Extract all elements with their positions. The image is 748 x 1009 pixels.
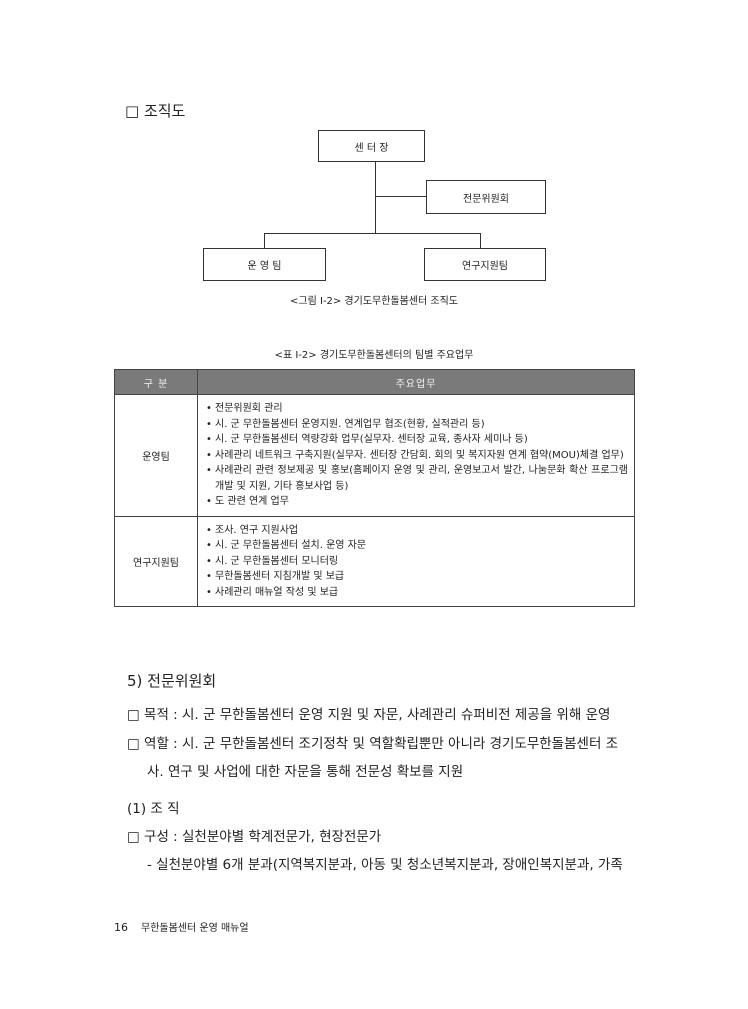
composition-paragraph: □ 구성 : 실천분야별 학계전문가, 현장전문가 [127,829,382,845]
page-number: 16 [114,921,128,934]
list-item: •시. 군 무한돌봄센터 모니터링 [206,555,339,567]
org-box-director: 센 터 장 [318,130,425,162]
connector-right-drop [480,233,481,249]
row-category: 운영팀 [114,394,198,517]
connector-vertical [375,162,376,234]
list-item: •시. 군 무한돌봄센터 운영지원. 연계업무 협조(현황, 실적관리 등) [206,418,485,430]
list-item: •조사. 연구 지원사업 [206,524,299,536]
table-header-row: 구 분 주요업무 [114,369,635,395]
table-row: 연구지원팀 •조사. 연구 지원사업 •시. 군 무한돌봄센터 설치. 운영 자… [114,515,635,607]
list-item: •전문위원회 관리 [206,403,283,414]
row-items: •전문위원회 관리 •시. 군 무한돌봄센터 운영지원. 연계업무 협조(현황,… [197,394,635,517]
figure-caption: <그림 Ⅰ-2> 경기도무한돌봄센터 조직도 [289,296,458,307]
connector-left-drop [264,233,265,249]
list-item: •사례관리 관련 정보제공 및 홍보(홈페이지 운영 및 관리, 운영보고서 발… [206,465,628,492]
header-category: 구 분 [114,369,198,395]
table-row: 운영팀 •전문위원회 관리 •시. 군 무한돌봄센터 운영지원. 연계업무 협조… [114,394,635,517]
org-box-committee: 전문위원회 [426,180,546,214]
row-items: •조사. 연구 지원사업 •시. 군 무한돌봄센터 설치. 운영 자문 •시. … [197,515,635,607]
connector-horizontal [264,233,480,234]
list-item: •시. 군 무한돌봄센터 역량강화 업무(실무자. 센터장 교육, 종사자 세미… [206,434,528,445]
connector-committee [375,196,427,197]
list-item: •도 관련 연계 업무 [206,496,289,507]
page-footer: 16 무한돌봄센터 운영 매뉴얼 [114,919,249,934]
composition-detail: - 실천분야별 6개 분과(지역복지분과, 아동 및 청소년복지분과, 장애인복… [147,857,623,873]
purpose-paragraph: □ 목적 : 시. 군 무한돌봄센터 운영 지원 및 자문, 사례관리 슈퍼비전… [127,707,611,723]
org-section-heading: □ 조직도 [125,102,186,120]
committee-heading: 5) 전문위원회 [127,672,217,690]
org-box-research-team: 연구지원팀 [424,248,546,281]
list-item: •사례관리 매뉴얼 작성 및 보급 [206,586,339,598]
list-item: •무한돌봄센터 지침개발 및 보급 [206,571,345,582]
org-box-ops-team: 운 영 팀 [203,248,326,281]
role-paragraph-line2: 사. 연구 및 사업에 대한 자문을 통해 전문성 확보를 지원 [147,764,464,780]
row-category: 연구지원팀 [114,515,198,607]
footer-title: 무한돌봄센터 운영 매뉴얼 [141,923,249,934]
list-item: •시. 군 무한돌봄센터 설치. 운영 자문 [206,540,367,551]
header-duties: 주요업무 [197,369,635,395]
table-caption: <표 Ⅰ-2> 경기도무한돌봄센터의 팀별 주요업무 [274,350,474,361]
duty-table: 구 분 주요업무 운영팀 •전문위원회 관리 •시. 군 무한돌봄센터 운영지원… [114,369,635,607]
org-subheading: (1) 조 직 [127,801,180,817]
role-paragraph-line1: □ 역할 : 시. 군 무한돌봄센터 조기정착 및 역할확립뿐만 아니라 경기도… [127,736,619,752]
list-item: •사례관리 네트워크 구축지원(실무자. 센터장 간담회. 회의 및 복지자원 … [206,449,624,461]
